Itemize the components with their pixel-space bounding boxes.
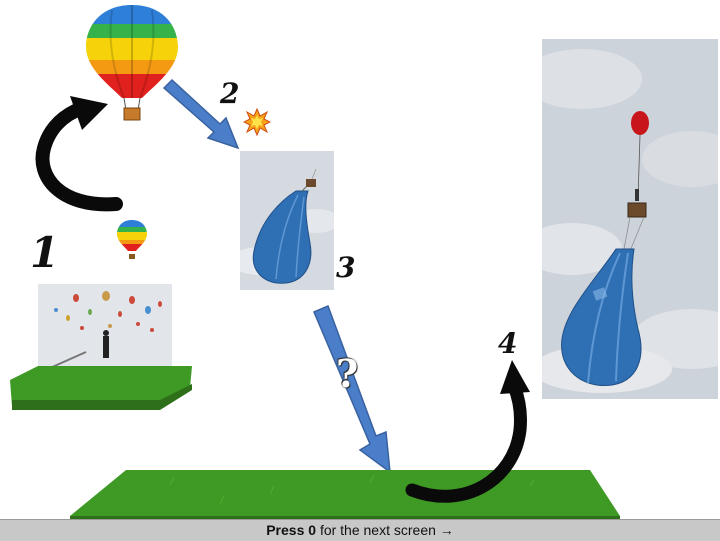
image-deflated-balloon-large [542,39,718,399]
footer-rest-text: for the next screen [319,522,436,538]
blue-arrow-question [313,304,391,474]
step-number-1: 1 [30,228,60,277]
step-number-2: 2 [220,77,240,110]
question-mark: ? [336,351,359,396]
grass-platform-large [70,470,620,520]
image-man-on-grass [10,284,192,414]
step-number-3: 3 [336,251,356,284]
footer-bar: Press 0 for the next screen → [0,519,720,541]
step-number-4: 4 [498,327,518,360]
hot-air-balloon-large [86,5,178,121]
image-deflated-balloon-small [240,151,334,290]
blue-arrow-step2 [162,78,240,150]
curved-arrow-step1 [35,96,123,212]
explosion-icon [243,108,271,136]
footer-key-text: Press 0 [266,522,317,538]
hot-air-balloon-small [117,220,147,259]
arrow-right-icon: → [439,522,454,538]
curved-arrow-step4 [405,360,530,503]
